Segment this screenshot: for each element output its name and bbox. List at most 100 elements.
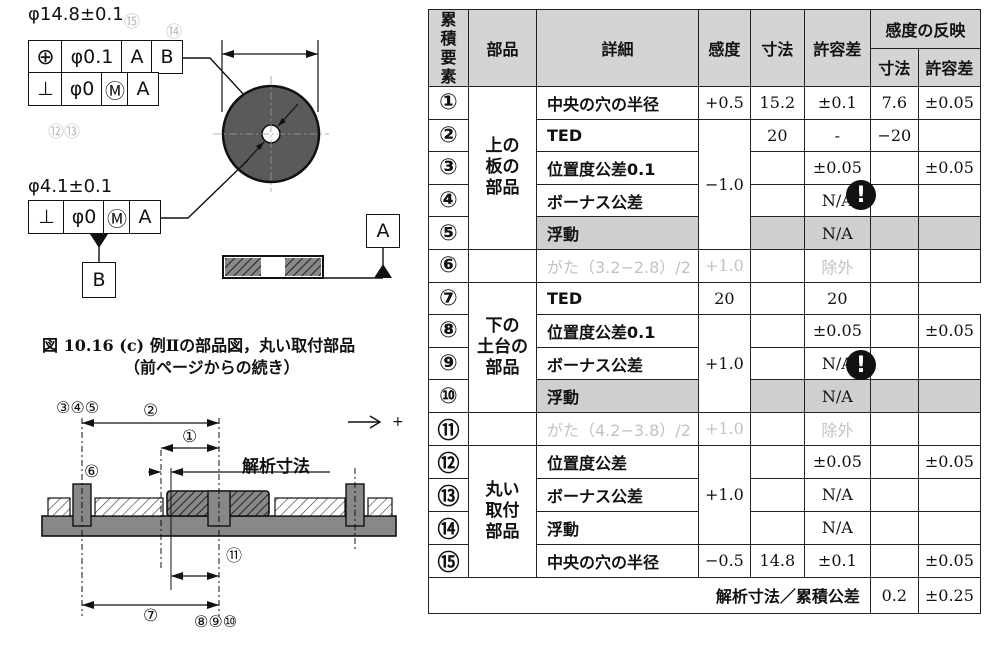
header-reflected-tolerance: 許容差: [917, 47, 981, 87]
footer-dimension: 0.2: [869, 576, 919, 614]
part-group-empty: [468, 411, 537, 446]
reflected-tolerance-cell: [917, 379, 981, 413]
detail-cell: ボーナス公差: [536, 183, 699, 218]
alert-icon: !: [846, 180, 876, 210]
dimension-cell: 14.8: [749, 543, 805, 578]
row-number: ②: [428, 118, 469, 153]
header-reflected-dimension: 寸法: [869, 47, 919, 87]
part-group-empty: [468, 248, 537, 283]
reflected-tolerance-cell: [917, 411, 981, 446]
dimension-cell: [749, 216, 805, 250]
mmc-modifier-2: Ⓜ: [103, 200, 131, 234]
sensitivity-cell: −0.5: [698, 543, 751, 578]
dimension-cell: [749, 183, 805, 218]
header-detail: 詳細: [536, 9, 699, 87]
perpendicularity-tolerance-2: φ0: [63, 200, 105, 234]
dimension-cell: [749, 444, 805, 479]
tolerance-cell: ±0.05: [803, 151, 871, 185]
tolerance-cell: [749, 281, 805, 316]
reflected-dimension-cell: 20: [803, 281, 871, 316]
detail-cell: 位置度公差0.1: [536, 314, 699, 348]
detail-cell: がた（3.2−2.8）/2: [536, 248, 699, 283]
row-number: ⑮: [428, 543, 469, 578]
dimension-cell: [749, 248, 805, 283]
datum-ref-b: B: [151, 40, 183, 74]
sensitivity-group-cell: −1.0: [698, 118, 751, 250]
reflected-tolerance-cell: [917, 477, 981, 512]
tolerance-cell: N/A: [803, 379, 871, 413]
reflected-dimension-cell: [869, 346, 919, 381]
sensitivity-group-cell: +1.0: [698, 314, 751, 413]
reflected-tolerance-cell: ±0.05: [917, 86, 981, 120]
row-number: ⑪: [428, 411, 469, 446]
alert-icon: !: [846, 350, 876, 380]
mmc-modifier: Ⓜ: [101, 72, 129, 106]
reflected-tolerance-cell: [917, 248, 981, 283]
footer-tolerance: ±0.25: [917, 576, 981, 614]
reflected-dimension-cell: [869, 379, 919, 413]
detail-cell: 浮動: [536, 510, 699, 545]
figure-caption: 図 10.16 (c) 例Ⅱの部品図，丸い取付部品: [42, 336, 356, 355]
label-11: ⑪: [226, 546, 243, 565]
detail-cell: 中央の穴の半径: [536, 86, 699, 120]
header-sensitivity-reflected: 感度の反映: [869, 9, 981, 49]
detail-cell: 浮動: [536, 216, 699, 250]
label-2: ②: [143, 401, 159, 421]
detail-cell: 浮動: [536, 379, 699, 413]
footer-label: 解析寸法／累積公差: [428, 576, 871, 614]
header-dimension: 寸法: [749, 9, 805, 87]
label-8-9-10: ⑧⑨⑩: [194, 612, 238, 631]
row-number: ⑬: [428, 477, 469, 512]
part-group-label: 下の 土台の 部品: [468, 281, 537, 413]
header-sensitivity: 感度: [698, 9, 751, 87]
perpendicularity-tolerance: φ0: [61, 72, 103, 106]
label-3-4-5: ③④⑤: [56, 398, 100, 417]
dimension-cell: [749, 151, 805, 185]
reflected-tolerance-cell: ±0.05: [917, 314, 981, 348]
sensitivity-cell: +1.0: [698, 411, 751, 446]
reflected-tolerance-cell: [917, 118, 981, 153]
row-number: ⑨: [428, 346, 469, 381]
label-7: ⑦: [143, 606, 159, 626]
detail-cell: ボーナス公差: [536, 477, 699, 512]
reflected-dimension-cell: [869, 151, 919, 185]
row-number: ⑧: [428, 314, 469, 348]
reflected-tolerance-cell: ±0.05: [917, 151, 981, 185]
detail-cell: TED: [536, 118, 699, 153]
analysis-dimension-label: 解析寸法: [242, 457, 310, 477]
dimension-cell: 20: [698, 281, 751, 316]
tolerance-cell: ±0.05: [803, 444, 871, 479]
sensitivity-group-cell: +1.0: [698, 444, 751, 545]
reflected-dimension-cell: [869, 216, 919, 250]
reflected-dimension-cell: [869, 314, 919, 348]
datum-ref-a2: A: [127, 72, 159, 106]
reflected-tolerance-cell: [869, 281, 919, 316]
note-ids-12-13: ⑫⑬: [48, 122, 81, 141]
assembly-section: [41, 415, 397, 616]
detail-cell: 中央の穴の半径: [536, 543, 699, 578]
detail-cell: ボーナス公差: [536, 346, 699, 381]
dimension-cell: 15.2: [749, 86, 805, 120]
datum-a-box: A: [366, 214, 400, 248]
datum-ref-a: A: [121, 40, 153, 74]
tolerance-cell: ±0.1: [803, 543, 871, 578]
dimension-cell: [749, 346, 805, 381]
tolerance-cell: ±0.1: [803, 86, 871, 120]
header-stack-element: 累積 要素: [428, 9, 469, 87]
tolerance-cell: N/A: [803, 216, 871, 250]
plus-direction-label: +: [392, 414, 404, 430]
reflected-dimension-cell: 7.6: [869, 86, 919, 120]
note-id-14: ⑭: [166, 22, 183, 41]
reflected-dimension-cell: [869, 477, 919, 512]
position-tolerance: φ0.1: [61, 40, 123, 74]
dimension-cell: [749, 411, 805, 446]
